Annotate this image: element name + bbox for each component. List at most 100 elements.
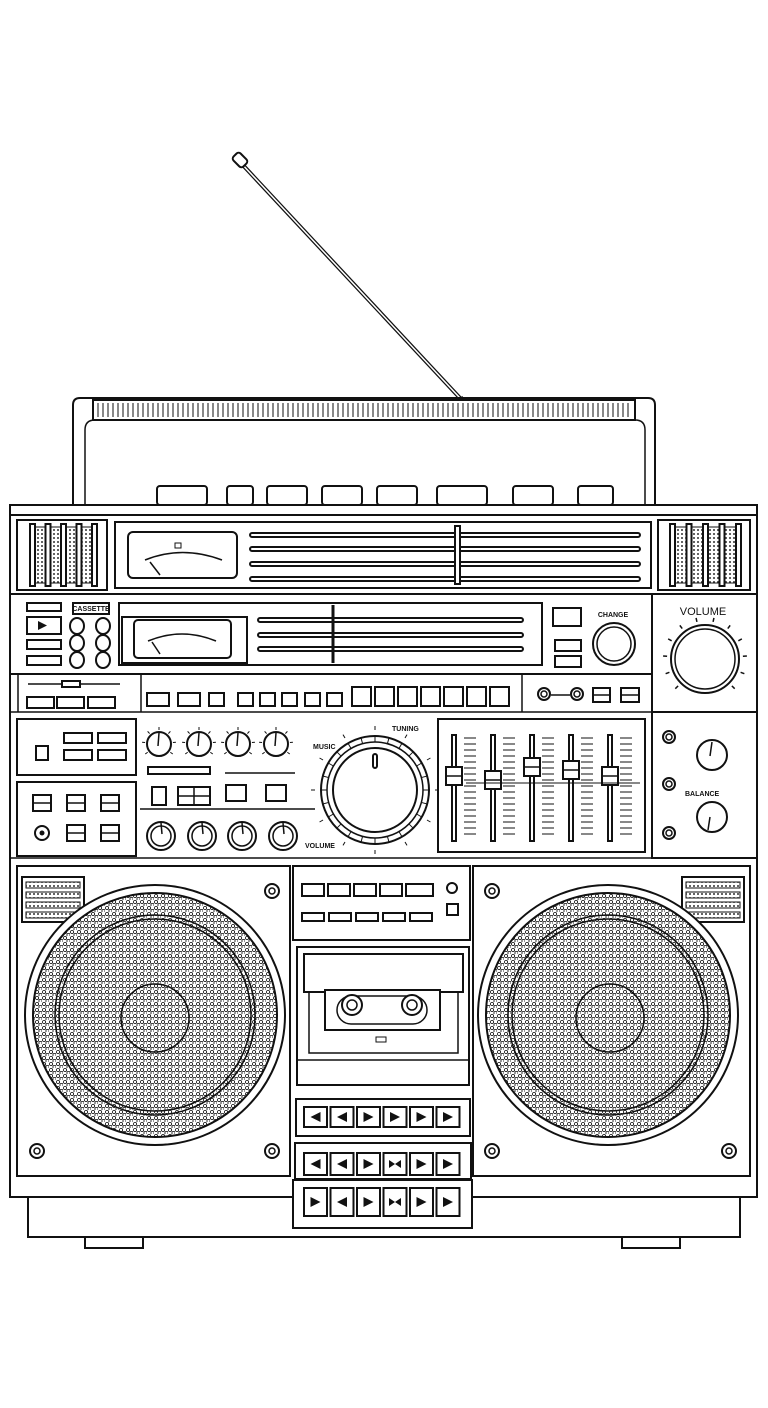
button[interactable] <box>554 639 582 652</box>
cassette-buttons[interactable] <box>301 883 434 922</box>
button[interactable] <box>177 692 201 707</box>
top-button[interactable] <box>266 485 308 506</box>
cassette-button[interactable] <box>379 883 403 897</box>
transport-buttons[interactable] <box>303 1106 461 1128</box>
round-button[interactable] <box>95 651 111 669</box>
cassette-button[interactable] <box>327 883 351 897</box>
cassette-button[interactable] <box>405 883 434 897</box>
tuning-knob[interactable] <box>592 622 636 666</box>
knob[interactable] <box>186 731 212 757</box>
cassette-deck[interactable] <box>296 946 470 1086</box>
button[interactable] <box>281 692 298 707</box>
top-button[interactable] <box>321 485 363 506</box>
rewind-icon <box>310 1112 321 1122</box>
button[interactable] <box>304 692 321 707</box>
button[interactable] <box>63 749 93 761</box>
top-button[interactable] <box>512 485 554 506</box>
tick <box>421 801 428 805</box>
button[interactable] <box>552 607 582 627</box>
button[interactable] <box>26 639 62 650</box>
knob-indicator <box>201 822 204 835</box>
button[interactable] <box>259 692 276 707</box>
round-buttons[interactable] <box>69 617 111 669</box>
button[interactable] <box>397 686 418 707</box>
round-button[interactable] <box>69 617 85 635</box>
button[interactable] <box>374 686 395 707</box>
slider-track[interactable] <box>147 766 211 775</box>
button[interactable] <box>351 686 372 707</box>
button[interactable] <box>63 732 93 744</box>
tone-knobs[interactable] <box>142 727 293 757</box>
volume-label: VOLUME <box>680 606 726 618</box>
slider-track[interactable] <box>451 734 457 842</box>
button[interactable] <box>443 686 464 707</box>
round-button[interactable] <box>69 651 85 669</box>
button[interactable] <box>489 686 510 707</box>
jack-hole <box>39 830 45 836</box>
tick <box>421 775 428 779</box>
cassette-button[interactable] <box>353 883 377 897</box>
button[interactable] <box>466 686 487 707</box>
button[interactable] <box>146 692 170 707</box>
cassette-button[interactable] <box>72 602 110 615</box>
function-buttons[interactable] <box>26 686 510 709</box>
main-dial[interactable] <box>311 726 439 854</box>
cassette-button[interactable] <box>355 912 379 922</box>
jacks[interactable] <box>537 687 640 703</box>
top-button[interactable] <box>436 485 488 506</box>
transport-buttons-3[interactable] <box>303 1187 461 1217</box>
rewind-icon <box>337 1197 347 1207</box>
carry-handle[interactable] <box>72 397 656 505</box>
tuning-pointer[interactable] <box>454 525 461 585</box>
knob[interactable] <box>263 731 289 757</box>
button[interactable] <box>225 784 247 802</box>
button[interactable] <box>97 732 127 744</box>
transport-buttons-2[interactable] <box>303 1152 461 1176</box>
cassette-button[interactable] <box>382 912 406 922</box>
right-controls[interactable] <box>662 730 728 840</box>
tick <box>336 751 342 757</box>
slider-track[interactable] <box>568 734 574 842</box>
top-button[interactable] <box>226 485 254 506</box>
equalizer-sliders[interactable] <box>445 734 640 842</box>
button[interactable] <box>97 749 127 761</box>
volume-knob[interactable] <box>663 617 747 694</box>
tick <box>327 762 334 767</box>
cassette-button[interactable] <box>301 912 325 922</box>
stop-icon <box>389 1198 401 1206</box>
button[interactable] <box>237 692 254 707</box>
cassette-button[interactable] <box>301 883 325 897</box>
round-button[interactable] <box>95 617 111 635</box>
button[interactable] <box>420 686 441 707</box>
top-button[interactable] <box>577 485 614 506</box>
cassette-button[interactable] <box>409 912 433 922</box>
play-button[interactable] <box>26 616 62 635</box>
effect-knobs[interactable] <box>146 821 298 851</box>
tick <box>398 831 403 838</box>
round-button[interactable] <box>69 634 85 652</box>
button[interactable] <box>35 745 49 761</box>
knob[interactable] <box>146 731 172 757</box>
slider-track[interactable] <box>529 734 535 842</box>
slider-track[interactable] <box>607 734 613 842</box>
cassette-button[interactable] <box>328 912 352 922</box>
button[interactable] <box>326 692 343 707</box>
dial-line <box>249 561 641 567</box>
top-button[interactable] <box>156 485 208 506</box>
grille-bar <box>718 523 726 587</box>
button[interactable] <box>56 696 85 709</box>
round-button[interactable] <box>95 634 111 652</box>
knob[interactable] <box>225 731 251 757</box>
button[interactable] <box>26 696 55 709</box>
slide-switch[interactable] <box>28 680 120 688</box>
tick <box>347 742 352 749</box>
second-dial-scale <box>257 617 524 652</box>
button[interactable] <box>87 696 116 709</box>
button[interactable] <box>208 692 225 707</box>
switch-group[interactable] <box>32 794 120 842</box>
button[interactable] <box>26 655 62 666</box>
button[interactable] <box>26 602 62 612</box>
button[interactable] <box>265 784 287 802</box>
top-button[interactable] <box>376 485 418 506</box>
button[interactable] <box>554 655 582 668</box>
